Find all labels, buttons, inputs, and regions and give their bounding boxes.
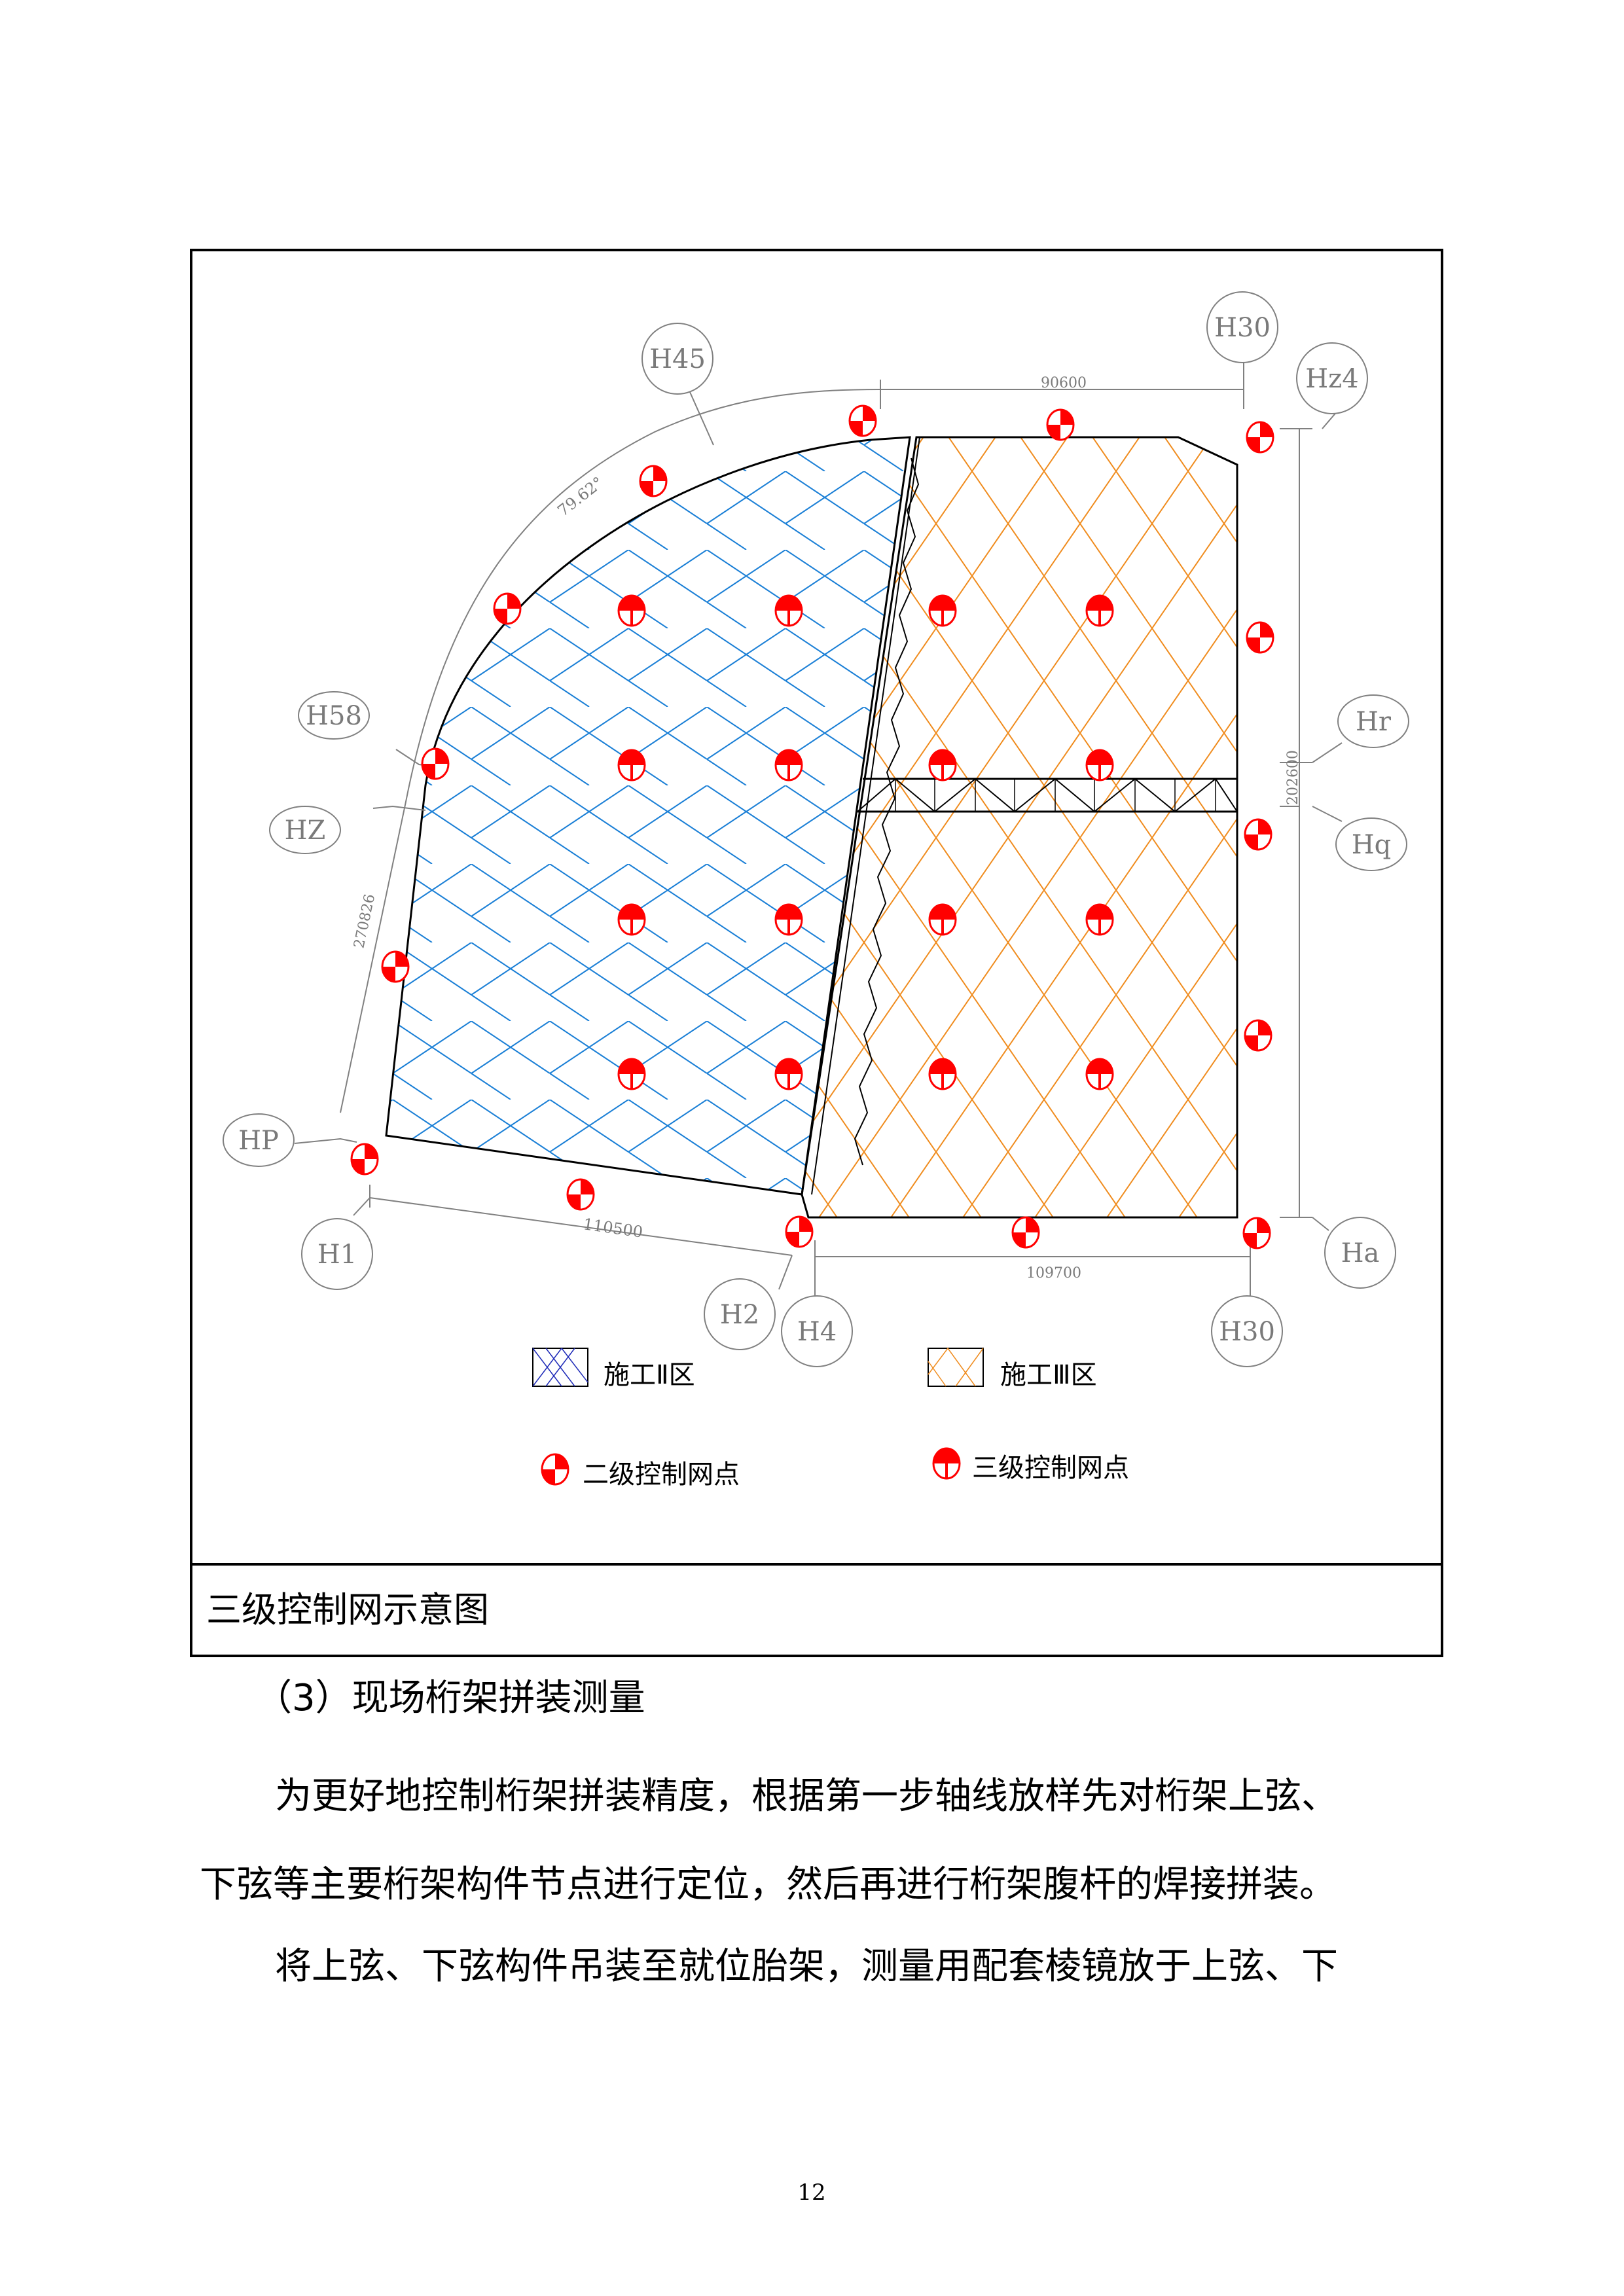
- dim-bottom-right: 109700: [1026, 1265, 1081, 1282]
- tertiary-point-icon: [928, 594, 957, 627]
- axis-bubble-Hz4: Hz4: [1296, 342, 1368, 414]
- secondary-point-icon: [1046, 408, 1075, 441]
- secondary-point-icon: [1242, 1217, 1271, 1249]
- dim-left: 270826: [351, 893, 378, 950]
- axis-bubble-H1: H1: [301, 1218, 373, 1290]
- paragraph-2-line-1: 将上弦、下弦构件吊装至就位胎架，测量用配套棱镜放于上弦、下: [275, 1945, 1338, 1988]
- svg-text:H2: H2: [720, 1300, 759, 1330]
- paragraph-1-line-2: 下弦等主要桁架构件节点进行定位，然后再进行桁架腹杆的焊接拼装。: [200, 1863, 1336, 1906]
- secondary-point-icon: [1246, 621, 1274, 654]
- tertiary-point-icon: [928, 1058, 957, 1090]
- svg-text:HP: HP: [238, 1126, 279, 1156]
- tertiary-point-icon: [1085, 749, 1114, 781]
- svg-text:H30: H30: [1219, 1317, 1275, 1347]
- axis-bubble-Hr: Hr: [1337, 694, 1409, 748]
- svg-text:Hr: Hr: [1356, 707, 1392, 737]
- axis-bubble-H30-top: H30: [1206, 291, 1278, 363]
- axis-bubble-H45: H45: [641, 323, 713, 395]
- tertiary-point-icon: [617, 1058, 646, 1090]
- secondary-point-icon: [785, 1215, 814, 1248]
- secondary-point-icon: [421, 747, 450, 780]
- tertiary-point-icon: [928, 749, 957, 781]
- svg-text:Ha: Ha: [1341, 1238, 1380, 1268]
- secondary-point-icon: [381, 950, 410, 983]
- legend-zone2-swatch: [532, 1348, 588, 1387]
- axis-bubble-HZ: HZ: [269, 806, 341, 854]
- legend-zone2-label: 施工Ⅱ区: [604, 1360, 695, 1390]
- svg-text:Hq: Hq: [1352, 830, 1392, 860]
- tertiary-point-icon: [774, 594, 803, 627]
- figure-frame: [190, 249, 1443, 1657]
- svg-text:H30: H30: [1214, 313, 1271, 343]
- tertiary-point-icon: [1085, 1058, 1114, 1090]
- legend-zone3-label: 施工Ⅲ区: [1000, 1360, 1097, 1390]
- section-heading: （3）现场桁架拼装测量: [255, 1677, 645, 1719]
- axis-bubble-HP: HP: [223, 1113, 295, 1167]
- dim-bottom-left: 110500: [582, 1215, 644, 1241]
- dim-arc-angle: 79.62°: [554, 473, 607, 520]
- tertiary-point-icon: [774, 903, 803, 936]
- page-number: 12: [797, 2179, 826, 2206]
- figure-caption: 三级控制网示意图: [206, 1589, 489, 1630]
- svg-text:HZ: HZ: [285, 816, 326, 846]
- tertiary-point-icon: [928, 903, 957, 936]
- legend-secondary-point-label: 二级控制网点: [583, 1460, 740, 1490]
- axis-bubble-H2: H2: [704, 1278, 776, 1350]
- tertiary-point-icon: [1085, 594, 1114, 627]
- tertiary-point-icon: [774, 749, 803, 781]
- legend: [532, 1347, 984, 1486]
- tertiary-point-icon: [617, 903, 646, 936]
- horizontal-truss: [857, 778, 1238, 813]
- dim-top: 90600: [1041, 375, 1087, 391]
- legend-zone3-swatch: [928, 1347, 984, 1387]
- svg-text:H45: H45: [649, 344, 706, 374]
- svg-text:Hz4: Hz4: [1305, 364, 1358, 394]
- secondary-point-icon: [1246, 421, 1274, 454]
- secondary-point-icon: [566, 1178, 595, 1211]
- axis-bubbles: H45 H30 Hz4 H58 HZ Hr Hq HP H1 H2 H4 H30…: [223, 291, 1409, 1367]
- svg-text:H1: H1: [317, 1240, 357, 1270]
- secondary-point-icon: [493, 592, 522, 625]
- legend-secondary-point-icon: [541, 1453, 569, 1486]
- tertiary-point-icon: [1085, 903, 1114, 936]
- axis-bubble-H4: H4: [781, 1295, 853, 1367]
- dimension-lines: [294, 360, 1343, 1296]
- legend-tertiary-point-icon: [932, 1447, 961, 1480]
- axis-bubble-Ha: Ha: [1324, 1217, 1396, 1289]
- dim-right: 202600: [1285, 750, 1301, 805]
- axis-bubble-Hq: Hq: [1335, 817, 1407, 871]
- secondary-point-icon: [1011, 1216, 1040, 1249]
- secondary-point-icon: [1244, 1019, 1272, 1052]
- secondary-point-icon: [639, 465, 668, 497]
- figure-divider: [190, 1563, 1443, 1566]
- axis-bubble-H58: H58: [298, 691, 370, 740]
- tertiary-point-icon: [617, 594, 646, 627]
- secondary-point-icon: [848, 404, 877, 437]
- secondary-point-icon: [1244, 818, 1272, 851]
- secondary-point-icon: [350, 1143, 379, 1175]
- tertiary-point-icon: [774, 1058, 803, 1090]
- svg-text:H4: H4: [797, 1317, 837, 1347]
- paragraph-1-line-1: 为更好地控制桁架拼装精度，根据第一步轴线放样先对桁架上弦、: [275, 1775, 1338, 1818]
- legend-tertiary-point-label: 三级控制网点: [972, 1453, 1129, 1483]
- axis-bubble-H30-bottom: H30: [1211, 1295, 1283, 1367]
- tertiary-point-icon: [617, 749, 646, 781]
- svg-text:H58: H58: [306, 701, 362, 731]
